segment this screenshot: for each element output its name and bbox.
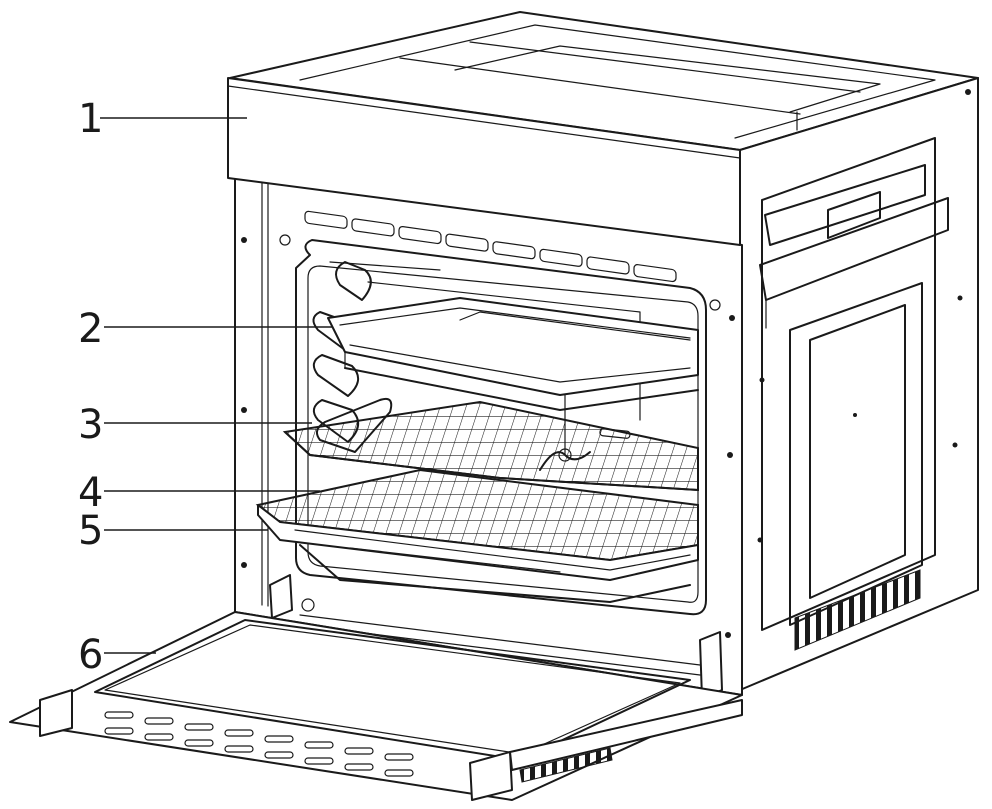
callout-2: 2 (78, 306, 332, 352)
door-hinges (269, 574, 723, 699)
callout-number: 1 (78, 96, 103, 142)
callout-number: 2 (78, 306, 103, 352)
callout-number: 3 (78, 402, 103, 448)
oven-door (9, 611, 743, 801)
oven-side-panel (739, 77, 979, 691)
callout-number: 5 (78, 508, 103, 554)
callout-3: 3 (78, 402, 312, 448)
callout-6: 6 (78, 632, 156, 678)
callout-number: 4 (78, 470, 103, 516)
door-vent-slots (104, 711, 414, 777)
callout-number: 6 (78, 632, 103, 678)
callout-4: 4 (78, 470, 320, 516)
callout-1: 1 (78, 96, 247, 142)
baking-tray (327, 297, 699, 411)
wire-shelf (282, 400, 699, 492)
control-panel (227, 77, 741, 246)
top-vent-row (304, 210, 677, 283)
deep-tray (255, 468, 699, 603)
callout-5: 5 (78, 508, 268, 554)
